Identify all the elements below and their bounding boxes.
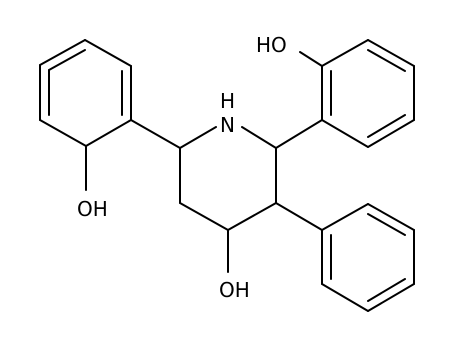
top-right-hydroxyl-bond: [299, 51, 323, 67]
left-ring-to-piperidine-bond: [130, 119, 181, 149]
right-ring-to-piperidine-bond: [275, 119, 323, 149]
piperidine-ring: [179, 126, 277, 231]
ring-nitrogen-h-label: H: [220, 89, 235, 113]
bottom-hydroxyl-label: OH: [219, 278, 250, 302]
right-phenol-ring: [321, 39, 415, 148]
left-hydroxyl-label: OH: [77, 197, 108, 221]
phenyl-to-piperidine-bond: [275, 202, 323, 231]
top-right-hydroxyl-label: HO: [256, 33, 287, 57]
left-phenol-ring: [39, 39, 132, 147]
phenyl-ring: [321, 203, 415, 312]
ring-nitrogen-label: N: [220, 113, 235, 137]
